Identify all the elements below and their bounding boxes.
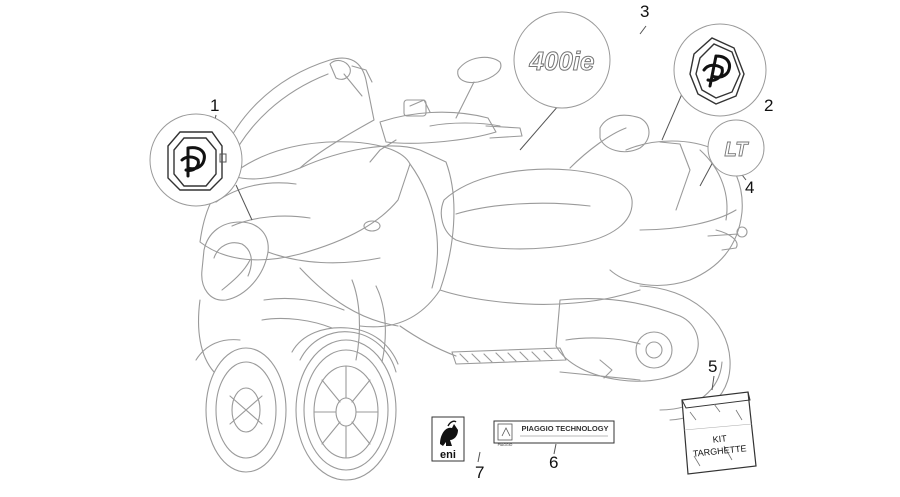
front-mudguard (195, 327, 399, 365)
detail-circle-4: LT (707, 119, 765, 177)
sticker-kit-bag: KIT TARGHETTE (681, 391, 757, 475)
floorboard (399, 289, 641, 365)
callout-number-7: 7 (475, 463, 485, 482)
mirrors (329, 56, 502, 119)
plate-piaggio-small-text: PIAGGIO (498, 443, 513, 447)
callout-number-5: 5 (708, 357, 718, 376)
front-suspension (261, 279, 386, 363)
left-front-wheel (205, 347, 287, 473)
detail-circle-3: 400ie (513, 11, 611, 109)
decal-400ie-text: 400ie (528, 46, 594, 76)
decal-lt-text: LT (725, 139, 750, 161)
piaggio-technology-plate: PIAGGIO TECHNOLOGY PIAGGIO (493, 420, 615, 447)
handlebars (369, 99, 523, 163)
callout-number-1: 1 (210, 96, 220, 115)
callout-number-2: 2 (764, 96, 774, 115)
eni-sticker: eni (431, 416, 465, 462)
detail-circle-1 (149, 113, 243, 207)
callout-number-4: 4 (745, 178, 755, 197)
leg-shield (299, 145, 455, 328)
rear-body (609, 140, 748, 286)
right-front-wheel (295, 331, 397, 481)
plate-piaggio-technology-text: PIAGGIO TECHNOLOGY (521, 424, 608, 433)
engine-unit (555, 298, 699, 382)
callout-number-6: 6 (549, 453, 559, 472)
seat (440, 114, 650, 250)
callout-number-3: 3 (640, 2, 650, 21)
leader-lines (207, 25, 747, 463)
detail-circle-2 (673, 23, 767, 117)
eni-text: eni (440, 449, 456, 461)
kit-label-line1: KIT (712, 433, 727, 444)
